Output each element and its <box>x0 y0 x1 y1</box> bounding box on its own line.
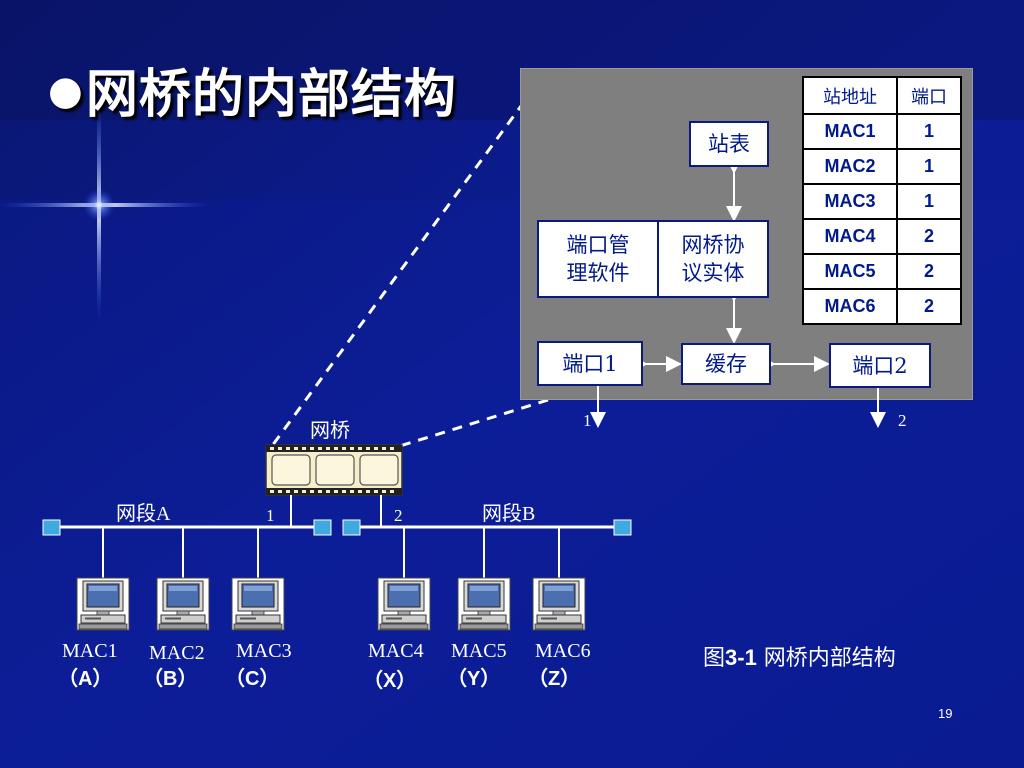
header-port: 端口 <box>896 76 962 115</box>
buffer-label: 缓存 <box>705 352 747 376</box>
port2-label: 端口2 <box>852 353 908 378</box>
protocol-entity-label: 网桥协议实体 <box>682 231 745 287</box>
port-management-label: 端口管理软件 <box>567 231 630 287</box>
caption-number: 3-1 <box>725 645 757 670</box>
terminator-icon <box>613 519 632 536</box>
host-mac-label: MAC4 <box>368 640 424 662</box>
host-mac-label: MAC3 <box>236 640 292 662</box>
table-row: MAC5 2 <box>802 253 962 290</box>
port-management-line2: 理软件 <box>566 261 630 285</box>
computer-icon <box>377 577 431 631</box>
port1-label: 端口1 <box>562 351 618 376</box>
caption-prefix: 图 <box>703 646 726 671</box>
table-row: MAC4 2 <box>802 218 962 255</box>
host-letter-label: （A） <box>58 668 113 690</box>
table-cell-port: 2 <box>896 218 962 255</box>
table-cell-port: 1 <box>896 183 962 220</box>
caption-text: 网桥内部结构 <box>756 646 896 671</box>
host-letter-label: （C） <box>225 668 280 690</box>
terminator-icon <box>342 519 361 536</box>
host-letter-label: （B） <box>143 668 198 690</box>
table-row: MAC2 1 <box>802 148 962 185</box>
host-mac-label: MAC2 <box>149 642 205 664</box>
port-management-line1: 端口管 <box>566 233 630 257</box>
figure-caption: 图3-1 网桥内部结构 <box>703 640 896 672</box>
host-mac-label: MAC6 <box>535 640 591 662</box>
table-cell-port: 1 <box>896 113 962 150</box>
port2-box: 端口2 <box>829 343 931 388</box>
computer-icon <box>457 577 511 631</box>
station-table: 站地址 端口 MAC1 1 MAC2 1 MAC3 1 MAC4 2 MAC5 … <box>802 76 962 325</box>
table-cell-mac: MAC3 <box>802 183 898 220</box>
header-station-address: 站地址 <box>802 76 898 115</box>
computer-icon <box>156 577 210 631</box>
table-row: MAC6 2 <box>802 288 962 325</box>
title-text: 网桥的内部结构 <box>85 65 457 125</box>
station-table-box: 站表 <box>689 121 769 167</box>
port2-link-number: 2 <box>898 411 907 430</box>
table-cell-port: 2 <box>896 288 962 325</box>
table-cell-port: 2 <box>896 253 962 290</box>
protocol-entity-line2: 议实体 <box>681 261 745 285</box>
host-letter-label: （Y） <box>447 668 501 690</box>
terminator-icon <box>313 519 332 536</box>
table-cell-mac: MAC6 <box>802 288 898 325</box>
bridge-port-a-number: 1 <box>266 506 275 525</box>
page-number: 19 <box>938 706 953 721</box>
table-cell-port: 1 <box>896 148 962 185</box>
bridge-label: 网桥 <box>310 420 350 442</box>
host-letter-label: （Z） <box>528 668 581 690</box>
port1-link-number: 1 <box>583 411 592 430</box>
computer-icon <box>231 577 285 631</box>
bridge-device-icon <box>265 444 403 496</box>
protocol-entity-line1: 网桥协 <box>681 233 745 257</box>
segment-a-label: 网段A <box>116 503 171 525</box>
table-cell-mac: MAC4 <box>802 218 898 255</box>
table-cell-mac: MAC2 <box>802 148 898 185</box>
station-table-box-label: 站表 <box>708 132 750 156</box>
bridge-port-b-number: 2 <box>394 506 403 525</box>
table-cell-mac: MAC1 <box>802 113 898 150</box>
terminator-icon <box>42 519 61 536</box>
computer-icon <box>532 577 586 631</box>
port1-box: 端口1 <box>537 341 643 386</box>
table-row: MAC1 1 <box>802 113 962 150</box>
computer-icon <box>76 577 130 631</box>
host-mac-label: MAC1 <box>62 640 118 662</box>
slide-title: ●网桥的内部结构 <box>48 52 457 127</box>
host-letter-label: （X） <box>363 670 417 692</box>
port-management-software-box: 端口管理软件 <box>537 220 659 298</box>
host-mac-label: MAC5 <box>451 640 507 662</box>
bridge-protocol-entity-box: 网桥协议实体 <box>657 220 769 298</box>
segment-b-label: 网段B <box>482 503 536 525</box>
table-row: MAC3 1 <box>802 183 962 220</box>
bullet-icon: ● <box>48 68 84 114</box>
station-table-header: 站地址 端口 <box>802 76 962 115</box>
buffer-box: 缓存 <box>681 343 771 385</box>
table-cell-mac: MAC5 <box>802 253 898 290</box>
